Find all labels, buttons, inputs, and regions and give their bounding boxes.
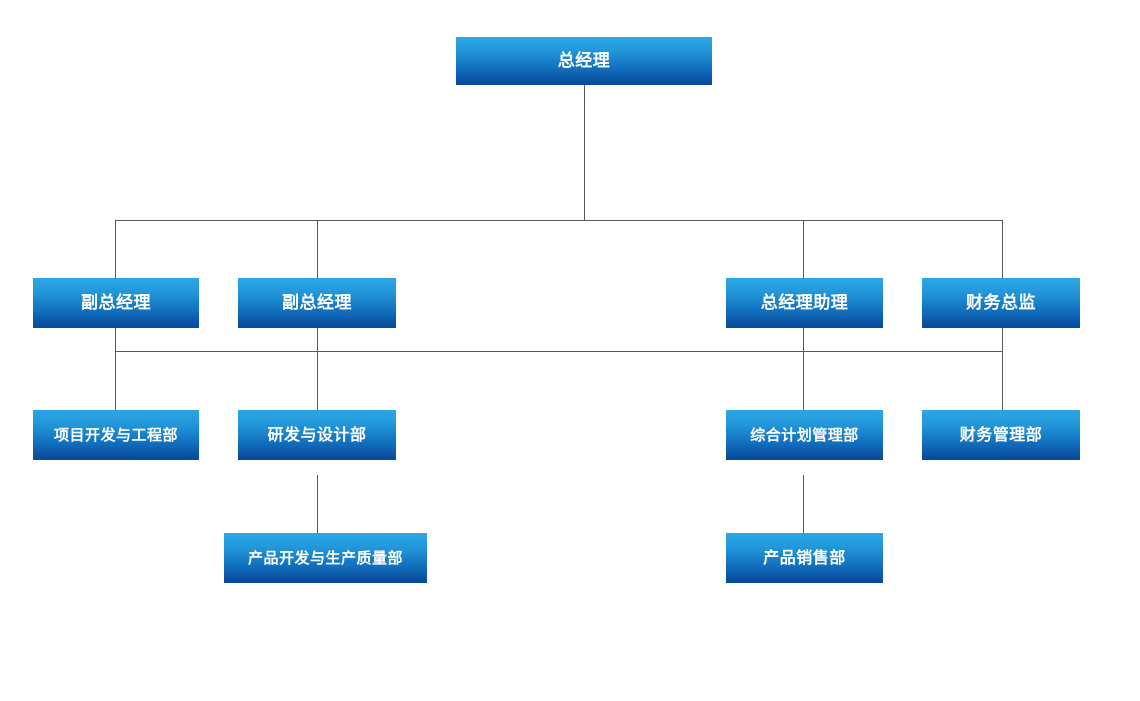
node-label-project-development-engineering-dept: 项目开发与工程部 — [53, 425, 178, 444]
connector-gm-stem — [584, 85, 585, 220]
node-project-development-engineering-dept[interactable]: 项目开发与工程部 — [33, 410, 199, 460]
node-finance-director[interactable]: 财务总监 — [922, 278, 1080, 328]
node-integrated-planning-management-dept[interactable]: 综合计划管理部 — [726, 410, 883, 460]
connector-drop-deputy-gm-2 — [317, 220, 318, 278]
connector-stub-gm-assistant — [803, 328, 804, 410]
node-label-general-manager-assistant: 总经理助理 — [760, 292, 849, 313]
node-product-development-production-quality-dept[interactable]: 产品开发与生产质量部 — [224, 533, 427, 583]
connector-drop-finance-director — [1002, 220, 1003, 278]
connector-stub-deputy-gm-1 — [115, 328, 116, 410]
connector-level3-bus — [115, 351, 1003, 352]
node-label-research-design-dept: 研发与设计部 — [267, 425, 367, 444]
node-label-deputy-general-manager-2: 副总经理 — [282, 292, 352, 313]
node-label-product-sales-dept: 产品销售部 — [763, 548, 846, 567]
connector-drop-gm-assistant — [803, 220, 804, 278]
node-label-finance-director: 财务总监 — [966, 292, 1036, 313]
node-general-manager[interactable]: 总经理 — [456, 37, 712, 85]
node-product-sales-dept[interactable]: 产品销售部 — [726, 533, 883, 583]
connector-stub-finance-director — [1002, 328, 1003, 410]
node-label-financial-management-dept: 财务管理部 — [959, 425, 1043, 444]
node-label-integrated-planning-management-dept: 综合计划管理部 — [750, 425, 859, 444]
node-deputy-general-manager-1[interactable]: 副总经理 — [33, 278, 199, 328]
connector-stub-deputy-gm-2 — [317, 328, 318, 410]
node-financial-management-dept[interactable]: 财务管理部 — [922, 410, 1080, 460]
connector-level2-bus — [115, 220, 1003, 221]
connector-drop-product-sales-dept — [803, 475, 804, 533]
node-label-product-development-production-quality-dept: 产品开发与生产质量部 — [247, 548, 403, 567]
node-label-deputy-general-manager-1: 副总经理 — [81, 292, 151, 313]
node-label-general-manager: 总经理 — [557, 50, 611, 71]
connector-drop-product-development-production-quality-dept — [317, 475, 318, 533]
node-general-manager-assistant[interactable]: 总经理助理 — [726, 278, 883, 328]
node-deputy-general-manager-2[interactable]: 副总经理 — [238, 278, 396, 328]
node-research-design-dept[interactable]: 研发与设计部 — [238, 410, 396, 460]
connector-drop-deputy-gm-1 — [115, 220, 116, 278]
